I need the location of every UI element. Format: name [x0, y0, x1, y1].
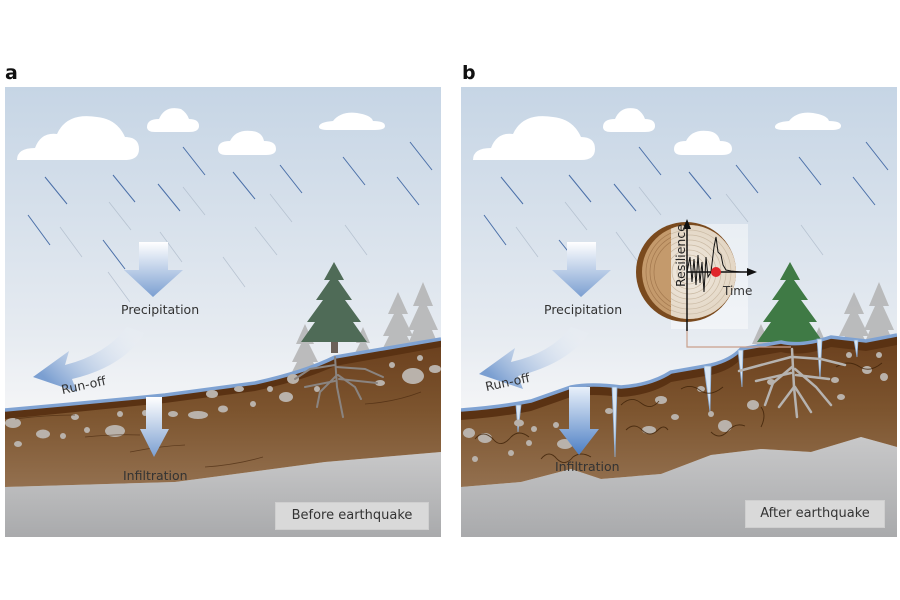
- panel-letter-a: a: [5, 62, 18, 84]
- disturbed-strata: [474, 362, 883, 463]
- tree-roots: [737, 347, 847, 419]
- runoff-arrow: [479, 327, 589, 389]
- cloud-icon: [319, 112, 385, 130]
- infiltration-arrow: [559, 387, 599, 455]
- tree-icon: [757, 262, 823, 342]
- topsoil: [461, 335, 897, 420]
- faint-rain: [515, 186, 824, 263]
- cloud-icon: [17, 116, 139, 160]
- tree-icon: [403, 282, 441, 356]
- panel-letter-b: b: [462, 62, 476, 84]
- infiltration-label: Infiltration: [555, 459, 620, 474]
- state-label-after: After earthquake: [745, 500, 885, 528]
- main-tree: [757, 262, 823, 348]
- tree-ring-inset: [636, 219, 791, 348]
- infiltration-label: Infiltration: [123, 468, 188, 483]
- axis-arrowhead-icon: [747, 268, 757, 276]
- clouds: [473, 108, 841, 160]
- panel-a-illustration: [5, 87, 441, 537]
- precipitation-label: Precipitation: [121, 302, 200, 317]
- panel-b-illustration: [461, 87, 897, 537]
- faint-rain: [59, 186, 368, 303]
- runoff-arrow: [33, 327, 145, 392]
- precipitation-label: Precipitation: [544, 302, 623, 317]
- tree-icon: [289, 324, 321, 378]
- pebbles: [5, 355, 441, 447]
- tree-icon: [378, 292, 418, 358]
- precipitation-arrow: [124, 242, 183, 297]
- panel-after-earthquake: Resilience Time Precipitation Run-off In…: [461, 87, 897, 537]
- time-axis-label: Time: [723, 284, 753, 298]
- water-surface: [5, 337, 441, 412]
- infiltration-arrow: [140, 397, 169, 457]
- main-tree: [301, 262, 367, 353]
- resilience-line: [686, 236, 742, 293]
- tree-icon: [301, 262, 367, 342]
- clouds: [17, 108, 385, 160]
- cloud-icon: [147, 108, 199, 132]
- inset-connector: [686, 327, 791, 348]
- cloud-icon: [603, 108, 655, 132]
- tree-roots: [294, 356, 384, 418]
- cloud-icon: [218, 130, 276, 155]
- cloud-icon: [674, 130, 732, 155]
- state-label-before: Before earthquake: [275, 502, 429, 530]
- rain: [483, 141, 889, 256]
- axis-arrowhead-icon: [683, 219, 691, 229]
- panel-before-earthquake: Precipitation Run-off Infiltration Befor…: [5, 87, 441, 537]
- precipitation-arrow: [552, 242, 611, 297]
- earthquake-event-dot: [711, 267, 721, 277]
- soil-layer: [5, 339, 441, 487]
- rain: [27, 141, 433, 270]
- water-surface: [461, 333, 897, 412]
- cloud-icon: [473, 116, 595, 160]
- cloud-icon: [775, 112, 841, 130]
- resilience-axis-label: Resilience: [673, 224, 688, 287]
